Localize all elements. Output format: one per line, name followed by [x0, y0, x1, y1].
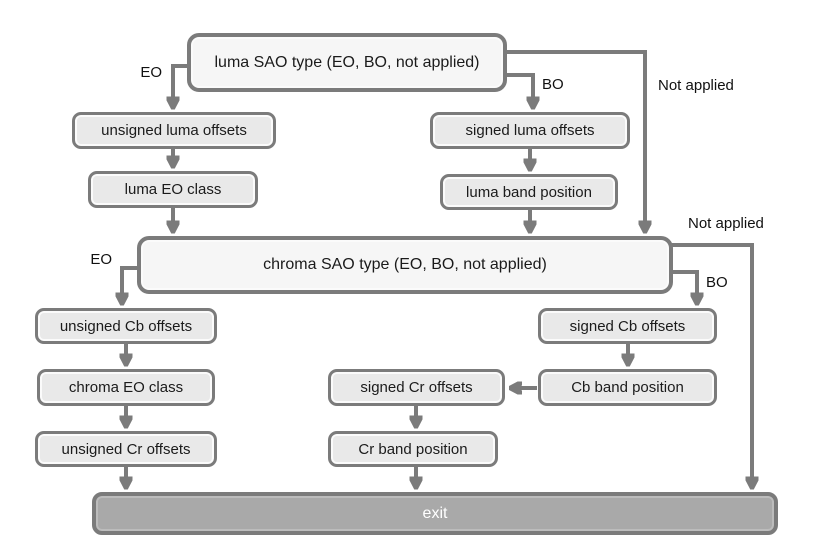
node-unsigned-cb-offsets: unsigned Cb offsets [35, 308, 217, 344]
node-cr-band-position: Cr band position [328, 431, 498, 467]
edge-chroma-eo [122, 266, 140, 302]
edge-label-chroma-not-applied: Not applied [688, 215, 764, 232]
edge-luma-eo [173, 64, 187, 106]
edge-label-chroma-bo: BO [706, 274, 728, 291]
node-signed-luma-offsets: signed luma offsets [430, 112, 630, 149]
edge-luma-not-applied [505, 50, 645, 230]
node-cb-band-position: Cb band position [538, 369, 717, 406]
edge-label-luma-bo: BO [542, 76, 564, 93]
edge-luma-bo [505, 73, 533, 106]
edge-chroma-bo [670, 270, 697, 302]
node-luma-eo-class: luma EO class [88, 171, 258, 208]
edge-label-luma-eo: EO [140, 64, 162, 81]
node-signed-cb-offsets: signed Cb offsets [538, 308, 717, 344]
node-chroma-sao-type: chroma SAO type (EO, BO, not applied) [137, 236, 673, 294]
node-signed-cr-offsets: signed Cr offsets [328, 369, 505, 406]
node-unsigned-cr-offsets: unsigned Cr offsets [35, 431, 217, 467]
node-luma-band-position: luma band position [440, 174, 618, 210]
edge-label-luma-not-applied: Not applied [658, 77, 734, 94]
edge-chroma-not-applied [670, 243, 752, 486]
node-exit: exit [92, 492, 778, 535]
node-luma-sao-type: luma SAO type (EO, BO, not applied) [187, 33, 507, 92]
node-unsigned-luma-offsets: unsigned luma offsets [72, 112, 276, 149]
edge-label-chroma-eo: EO [90, 251, 112, 268]
node-chroma-eo-class: chroma EO class [37, 369, 215, 406]
